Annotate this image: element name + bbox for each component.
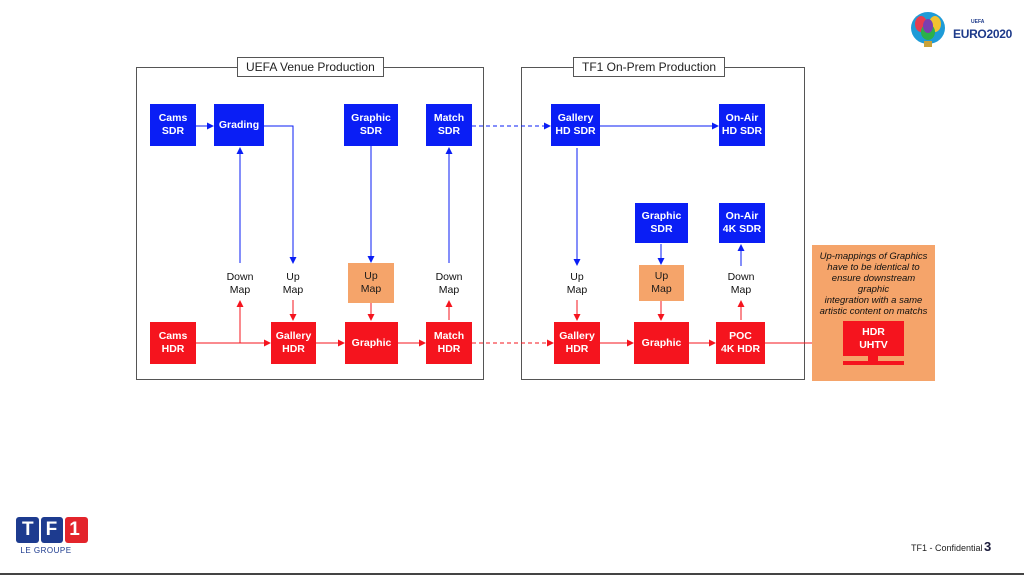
down-map-label: Down Map xyxy=(435,271,463,296)
graphic-sdr-block: Graphic SDR xyxy=(635,203,688,243)
tv-stand xyxy=(868,356,878,361)
tf1-logo-text: TF1 xyxy=(22,519,92,540)
confidential-label: TF1 - Confidential xyxy=(911,543,983,553)
grading-block: Grading xyxy=(214,104,264,146)
down-map-label: Down Map xyxy=(226,271,254,296)
graphics-note-text: Up-mappings of Graphics have to be ident… xyxy=(819,251,928,317)
onair-hd-sdr-block: On-Air HD SDR xyxy=(719,104,765,146)
graphic-block: Graphic xyxy=(345,322,398,364)
onair-4k-sdr-block: On-Air 4K SDR xyxy=(719,203,765,243)
gallery-hdr-block: Gallery HDR xyxy=(554,322,600,364)
match-sdr-block: Match SDR xyxy=(426,104,472,146)
euro-trophy-icon xyxy=(911,12,945,47)
graphic-sdr-block: Graphic SDR xyxy=(344,104,398,146)
gallery-hdr-block: Gallery HDR xyxy=(271,322,316,364)
tf1-logo: TF1 LE GROUPE xyxy=(16,517,90,557)
euro2020-logo: UEFA EURO2020 xyxy=(907,10,1017,50)
arrow-grading-to-up-map xyxy=(250,125,297,264)
down-map-label: Down Map xyxy=(727,271,755,296)
up-map-label: Up Map xyxy=(282,271,304,296)
page-number: 3 xyxy=(984,539,992,554)
poc-4k-hdr-block: POC 4K HDR xyxy=(716,322,765,364)
up-map-graphic-block: Up Map xyxy=(348,263,394,303)
tv-base xyxy=(843,361,904,365)
uefa-section-title: UEFA Venue Production xyxy=(237,57,384,77)
up-map-label: Up Map xyxy=(566,271,588,296)
cams-hdr-block: Cams HDR xyxy=(150,322,196,364)
footer-divider xyxy=(0,573,1024,575)
cams-sdr-block: Cams SDR xyxy=(150,104,196,146)
graphics-note-box: Up-mappings of Graphics have to be ident… xyxy=(812,245,935,381)
gallery-hd-sdr-block: Gallery HD SDR xyxy=(551,104,600,146)
euro-top-text: UEFA xyxy=(971,19,985,25)
up-map-graphic-block: Up Map xyxy=(639,265,684,301)
tf1-logo-subtitle: LE GROUPE xyxy=(20,546,72,555)
hdr-uhtv-screen: HDR UHTV xyxy=(843,321,904,356)
graphic-block: Graphic xyxy=(634,322,689,364)
euro2020-text: EURO2020 xyxy=(953,27,1012,41)
tf1-logo-mark xyxy=(16,517,89,543)
tf1-section-title: TF1 On-Prem Production xyxy=(573,57,726,77)
match-hdr-block: Match HDR xyxy=(426,322,472,364)
